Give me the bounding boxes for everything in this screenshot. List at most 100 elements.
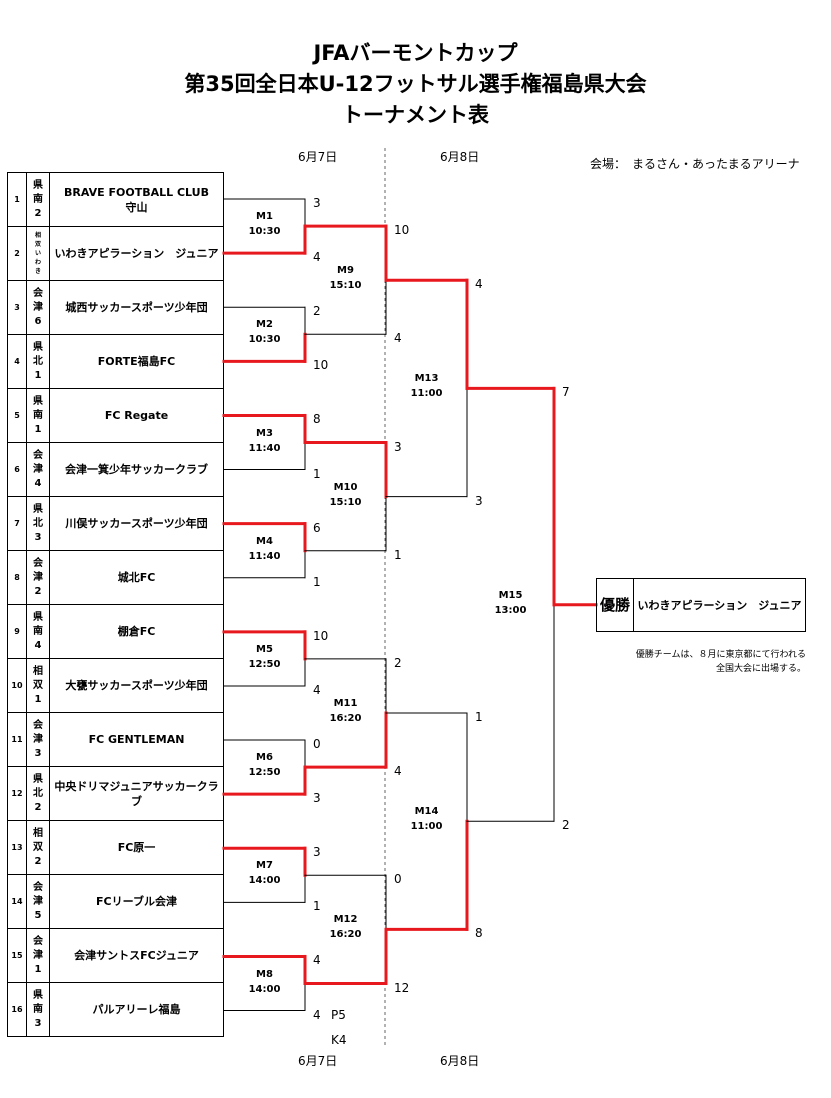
region-char: き [34, 268, 41, 275]
score-top: 0 [313, 737, 321, 752]
score-top: 10 [313, 628, 329, 643]
match-time: 11:40 [248, 550, 281, 562]
champion-box: 優勝 いわきアピラーション ジュニア [596, 578, 806, 632]
score-bottom: 4 [394, 764, 402, 779]
region-char: 津 [33, 949, 43, 961]
match-time: 11:00 [410, 821, 443, 833]
region-char: 5 [34, 909, 42, 921]
match-label: M11 [333, 698, 358, 709]
title-line-1: JFAバーモントカップ [313, 41, 518, 65]
region-char: 3 [34, 747, 42, 759]
date-day1-top: 6月7日 [298, 150, 338, 164]
region-char: 県 [33, 773, 43, 785]
champion-note: 優勝チームは、８月に東京都にて行われる 全国大会に出場する。 [580, 648, 806, 676]
score-bottom: 1 [313, 899, 321, 914]
score-top: 4 [475, 277, 483, 292]
region-char: 津 [33, 571, 43, 583]
score-bottom: 1 [313, 574, 321, 589]
score-top: 3 [313, 196, 321, 211]
pk-score-bottom: K4 [331, 1032, 347, 1047]
title-line-3: トーナメント表 [342, 103, 489, 127]
region-char: 北 [33, 517, 43, 529]
score-bottom: 4 [313, 250, 321, 265]
match-time: 14:00 [248, 983, 281, 995]
match-label: M10 [333, 481, 358, 493]
score-bottom: 12 [394, 980, 410, 995]
date-day1-bottom: 6月7日 [298, 1054, 338, 1068]
region-char: 県 [33, 611, 43, 623]
score-top: 2 [394, 655, 402, 670]
team-name: 城西サッカースポーツ少年団 [49, 280, 224, 335]
match-label: M1 [256, 211, 273, 223]
region-char: 双 [34, 241, 41, 248]
match-label: M6 [256, 752, 273, 764]
region-char: 双 [33, 841, 43, 853]
region-char: 1 [34, 963, 42, 975]
match-label: M12 [333, 914, 358, 926]
region-char: 会 [33, 881, 43, 893]
team-name: 大甕サッカースポーツ少年団 [49, 658, 224, 713]
match-time: 10:30 [248, 226, 281, 238]
region-char: 南 [33, 409, 43, 421]
match-label: M7 [256, 860, 273, 872]
match-time: 14:00 [248, 875, 281, 887]
region-char: 北 [33, 355, 43, 367]
score-top: 6 [313, 520, 321, 535]
region-char: 津 [33, 301, 43, 313]
region-char: 会 [33, 287, 43, 299]
score-bottom: 1 [394, 547, 402, 562]
region-char: 会 [33, 719, 43, 731]
region-char: 1 [34, 693, 42, 705]
score-top: 2 [313, 304, 321, 319]
score-bottom: 8 [475, 926, 483, 941]
match-label: M2 [256, 319, 273, 331]
score-bottom: 3 [313, 791, 321, 806]
match-time: 16:20 [329, 713, 362, 724]
region-char: 6 [34, 315, 42, 327]
region-char: 相 [33, 827, 43, 839]
title-line-2: 第35回全日本U-12フットサル選手権福島県大会 [184, 72, 647, 96]
score-bottom: 10 [313, 358, 329, 373]
team-name: FC GENTLEMAN [49, 712, 224, 767]
team-name: FORTE福島FC [49, 334, 224, 389]
date-day2-top: 6月8日 [440, 150, 480, 164]
team-name: 会津一箕少年サッカークラブ [49, 442, 224, 497]
match-time: 16:20 [329, 929, 362, 941]
region-block: 会津 6 [26, 280, 50, 335]
region-char: 県 [33, 989, 43, 1001]
match-time: 11:00 [410, 388, 443, 400]
region-char: い [34, 250, 41, 257]
pk-score-top: P5 [331, 1007, 346, 1022]
match-label: M13 [414, 373, 439, 385]
match-time: 10:30 [248, 334, 281, 346]
region-char: 県 [33, 395, 43, 407]
region-char: わ [34, 259, 41, 266]
date-day2-bottom: 6月8日 [440, 1054, 480, 1068]
match-label: M3 [256, 427, 273, 439]
score-top: 1 [475, 710, 483, 724]
score-top: 4 [313, 953, 321, 968]
match-label: M8 [256, 968, 273, 980]
score-top: 7 [562, 385, 570, 400]
team-name: BRAVE FOOTBALL CLUB 守山 [49, 172, 224, 227]
region-char: 4 [34, 477, 42, 489]
region-char: 会 [33, 935, 43, 947]
region-char: 津 [33, 733, 43, 745]
score-bottom: 4 [313, 1007, 321, 1022]
match-time: 12:50 [248, 767, 281, 779]
score-top: 10 [394, 223, 410, 238]
region-char: 1 [34, 369, 42, 381]
venue-label: 会場： まるさん・あったまるアリーナ [590, 157, 800, 171]
region-char: 南 [33, 625, 43, 637]
